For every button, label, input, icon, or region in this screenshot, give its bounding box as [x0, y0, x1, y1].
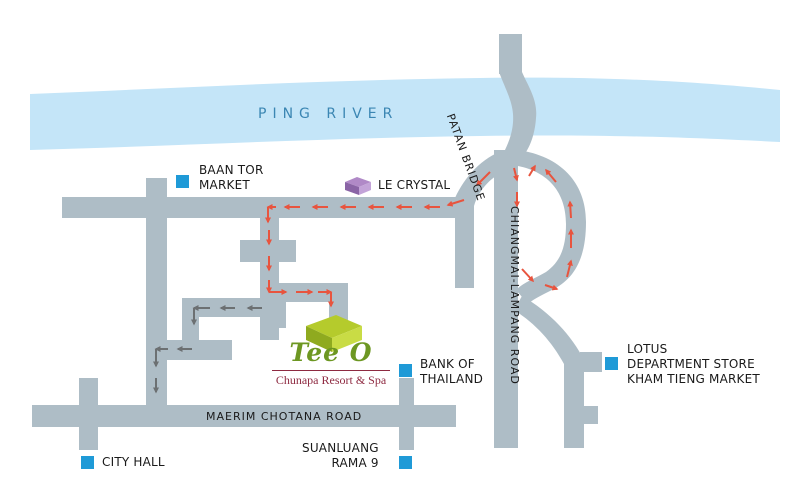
- cube-icon: [345, 177, 371, 195]
- square-marker-icon: [81, 456, 94, 469]
- resort-name: Tee O: [289, 338, 373, 367]
- inner-right-stub: [329, 283, 348, 323]
- road-network: [32, 34, 602, 450]
- west-drop-road: [182, 298, 199, 346]
- baan-tor-line1: BAAN TOR: [199, 163, 264, 177]
- lotus-label: LOTUS DEPARTMENT STORE KHAM TIENG MARKET: [627, 342, 760, 387]
- bank-of-thailand-label: BANK OF THAILAND: [420, 357, 483, 387]
- city-hall-label: CITY HALL: [102, 455, 165, 469]
- suanluang-line1: SUANLUANG: [302, 441, 379, 455]
- lower-branch-road: [514, 296, 584, 448]
- loop-road: [516, 150, 586, 304]
- inner-top-stub: [240, 240, 296, 262]
- chiangmai-lampang-road: [494, 150, 518, 448]
- maerim-chotana-label: MAERIM CHOTANA ROAD: [206, 410, 363, 423]
- right-spur-road: [455, 210, 474, 288]
- bank-line2: THAILAND: [420, 372, 484, 386]
- baan-tor-line2: MARKET: [199, 178, 250, 192]
- suanluang-label: SUANLUANG RAMA 9: [302, 441, 379, 471]
- square-marker-icon: [399, 364, 412, 377]
- le-crystal-label: LE CRYSTAL: [378, 178, 451, 192]
- chiangmai-lampang-label: CHIANGMAI-LAMPANG ROAD: [508, 206, 521, 385]
- bridge-curve-road: [499, 72, 537, 152]
- lotus-spur-road: [580, 352, 602, 372]
- ping-river: [30, 77, 780, 150]
- bridge-upper-road: [499, 34, 522, 74]
- lotus-line1: LOTUS: [627, 342, 668, 356]
- left-vertical-road: [146, 178, 167, 410]
- alternate-route-arrows: [153, 305, 262, 394]
- bank-line1: BANK OF: [420, 357, 475, 371]
- suanluang-line2: RAMA 9: [331, 456, 379, 470]
- lotus-line2: DEPARTMENT STORE: [627, 357, 755, 371]
- city-hall-road: [79, 378, 98, 450]
- brand-divider: [272, 370, 390, 371]
- lotus-lower-road: [580, 406, 598, 424]
- baan-tor-label: BAAN TOR MARKET: [199, 163, 264, 193]
- square-marker-icon: [399, 456, 412, 469]
- route-arrows: [265, 164, 574, 308]
- resort-block-icon: [306, 315, 362, 352]
- resort-brand: Tee O Chunapa Resort & Spa: [266, 338, 396, 387]
- ping-river-label: PING RIVER: [258, 106, 399, 122]
- lotus-line3: KHAM TIENG MARKET: [627, 372, 760, 386]
- square-marker-icon: [605, 357, 618, 370]
- suanluang-road: [399, 378, 414, 450]
- square-marker-icon: [176, 175, 189, 188]
- maerim-chotana-road-body: [32, 405, 456, 427]
- resort-subtitle: Chunapa Resort & Spa: [275, 373, 387, 387]
